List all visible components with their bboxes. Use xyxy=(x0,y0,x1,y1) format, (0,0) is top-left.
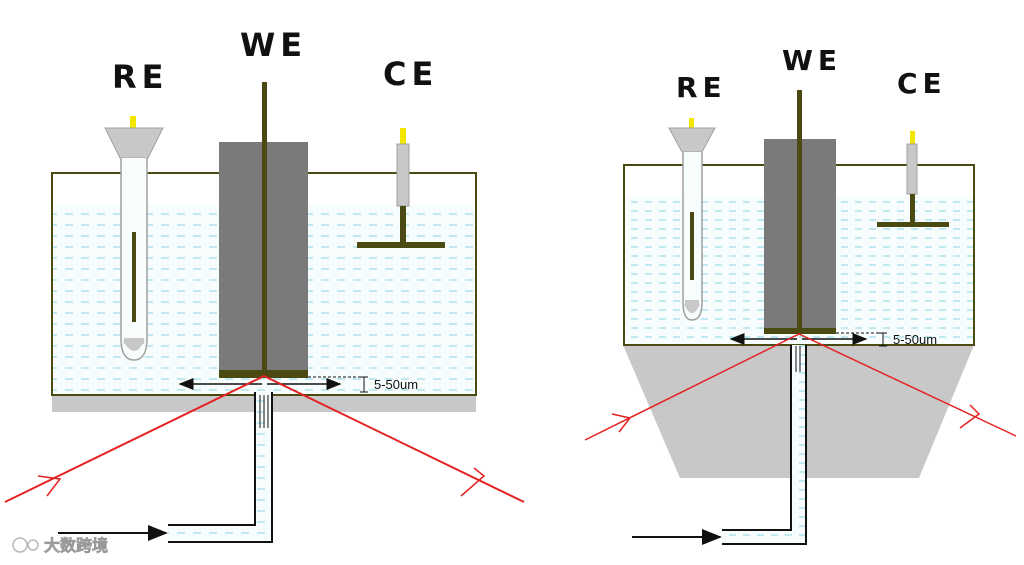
watermark: 大数跨境 xyxy=(12,536,108,555)
right-laser-beam xyxy=(584,333,1017,441)
left-reference-electrode xyxy=(104,116,164,361)
left-gap-label: 5-50um xyxy=(374,377,418,392)
left-inlet-tube xyxy=(168,392,273,543)
left-ce-label: CE xyxy=(383,55,438,93)
left-counter-electrode xyxy=(357,128,445,248)
left-we-label: WE xyxy=(240,26,307,64)
right-ce-label: CE xyxy=(897,67,947,100)
left-re-label: RE xyxy=(112,58,169,96)
right-inlet-tube xyxy=(722,345,807,545)
right-counter-electrode xyxy=(877,131,949,227)
right-we-label: WE xyxy=(782,44,842,77)
right-re-label: RE xyxy=(676,71,727,104)
right-working-electrode xyxy=(764,90,836,334)
right-gap-label: 5-50um xyxy=(893,332,937,347)
watermark-logo-icon xyxy=(12,537,28,553)
left-laser-beam xyxy=(4,374,525,503)
right-gap-indicator xyxy=(729,332,887,347)
right-cell: 5-50um RE WE CE xyxy=(584,44,1017,545)
watermark-text: 大数跨境 xyxy=(44,536,108,555)
left-cell: 5-50um RE WE CE xyxy=(4,26,525,543)
left-working-electrode xyxy=(219,82,308,378)
right-reference-electrode xyxy=(668,118,716,321)
